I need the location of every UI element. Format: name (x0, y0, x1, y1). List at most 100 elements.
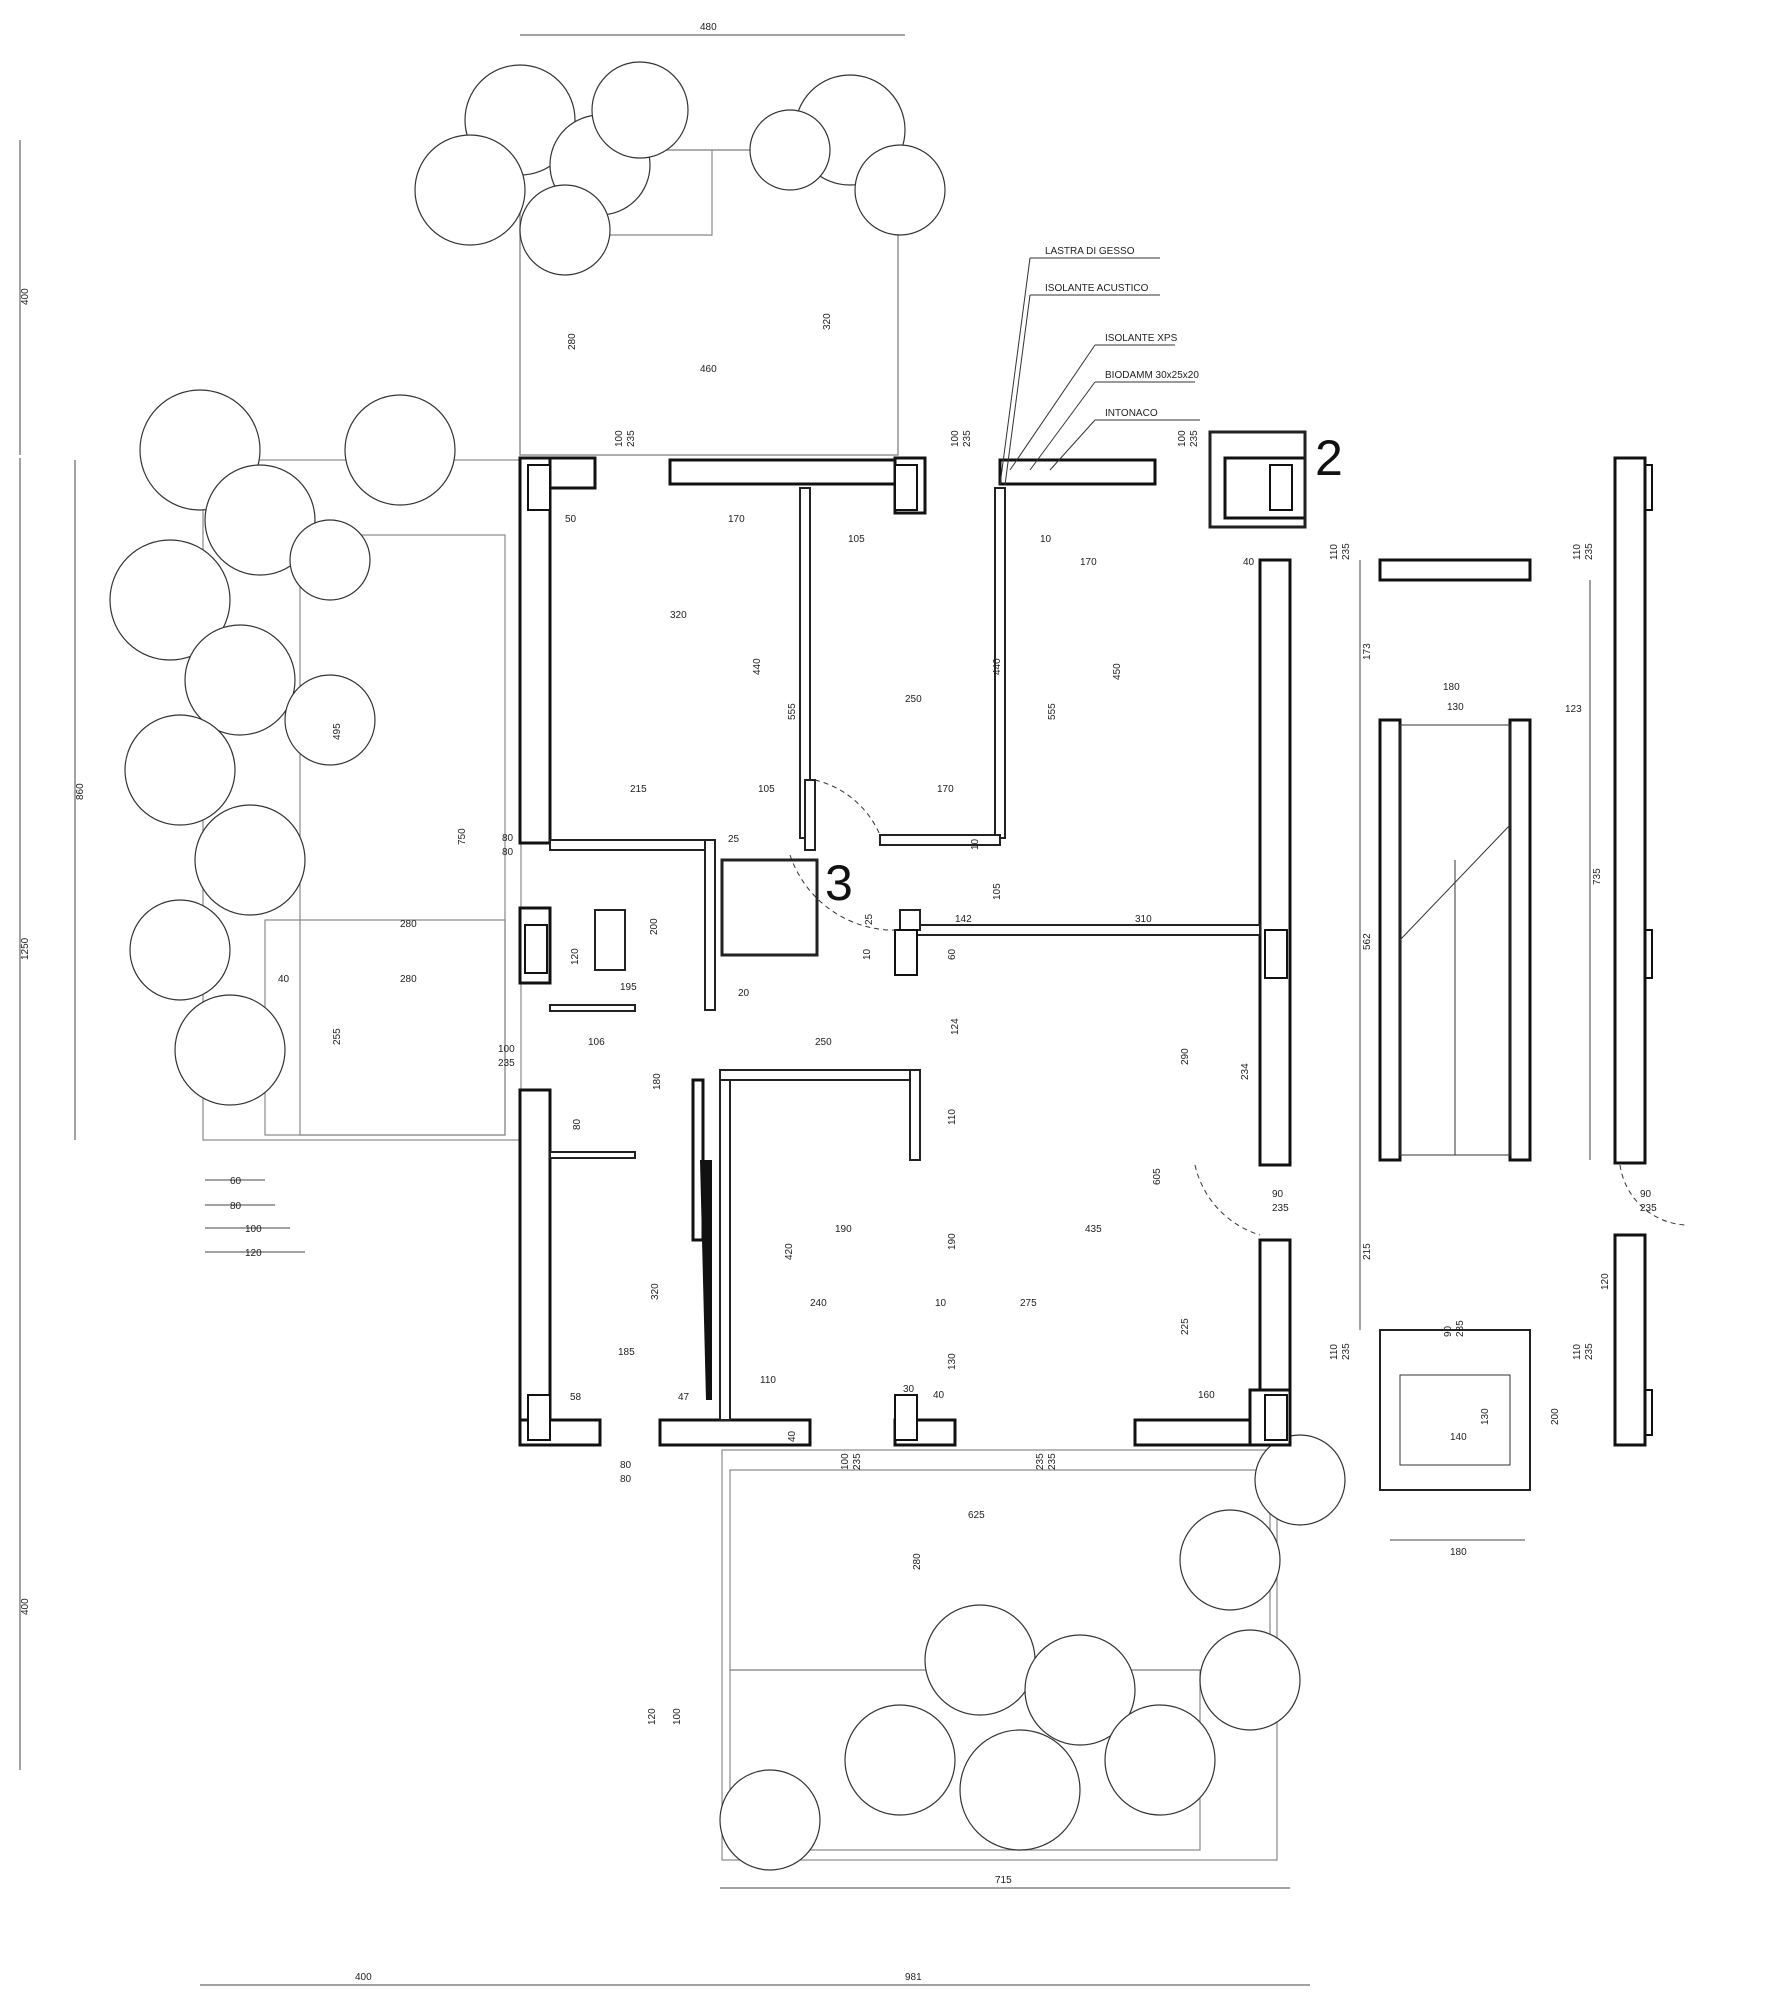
dim-east-90b: 90 (1640, 1189, 1652, 1200)
dim-625: 625 (968, 1510, 985, 1521)
dim-bot-235a: 235 (852, 1453, 863, 1470)
dimension-labels: 480 460 320 280 400 860 1250 400 495 750… (20, 22, 1657, 1983)
dim-47: 47 (678, 1392, 690, 1403)
dim-bot-235b: 235 (1035, 1453, 1046, 1470)
dim-255: 255 (332, 1028, 343, 1045)
dim-185: 185 (618, 1347, 635, 1358)
note-lastra-di-gesso: LASTRA DI GESSO (1045, 246, 1135, 257)
dim-280b: 280 (400, 974, 417, 985)
dim-440b: 440 (992, 658, 1003, 675)
dim-100b: 100 (950, 430, 961, 447)
dim-290: 290 (1180, 1048, 1191, 1065)
dim-20: 20 (738, 988, 750, 999)
dim-east-140: 140 (1450, 1432, 1467, 1443)
dim-east-130: 130 (1447, 702, 1464, 713)
dim-124: 124 (950, 1018, 961, 1035)
dim-east-110b: 110 (1572, 544, 1583, 560)
dim-bot-100b: 100 (672, 1708, 683, 1725)
dim-left-1250: 1250 (20, 937, 31, 960)
dim-east-120: 120 (1600, 1273, 1611, 1290)
dim-east-180: 180 (1443, 682, 1460, 693)
dim-east-130b: 130 (1480, 1408, 1491, 1425)
dim-25a: 25 (728, 834, 740, 845)
note-biodamm: BIODAMM 30x25x20 (1105, 370, 1199, 381)
dim-top-480: 480 (700, 22, 717, 33)
dim-235c: 235 (1189, 430, 1200, 447)
dim-top-320: 320 (822, 313, 833, 330)
dim-east-173: 173 (1362, 643, 1373, 660)
dim-605: 605 (1152, 1168, 1163, 1185)
dim-160: 160 (1198, 1390, 1215, 1401)
dim-215: 215 (630, 784, 647, 795)
dim-715: 715 (995, 1875, 1012, 1886)
dim-200a: 200 (649, 918, 660, 935)
detail-marker-2[interactable]: 2 (1208, 430, 1343, 529)
door-swings (789, 779, 1686, 1236)
dim-east-180b: 180 (1450, 1547, 1467, 1558)
east-wing (1378, 456, 1647, 1491)
wall-thickness-legend: 60 80 100 120 (205, 1176, 305, 1259)
dim-120a: 120 (570, 948, 581, 965)
dim-east-200: 200 (1550, 1408, 1561, 1425)
dim-100c: 100 (1177, 430, 1188, 447)
dim-130a: 130 (947, 1353, 958, 1370)
dim-bot-400: 400 (355, 1972, 372, 1983)
dim-58: 58 (570, 1392, 582, 1403)
dim-east-110a: 110 (1329, 544, 1340, 560)
dim-40a: 40 (1243, 557, 1255, 568)
dim-east-235b: 235 (1584, 543, 1595, 560)
dim-30: 30 (903, 1384, 915, 1395)
dim-east-735: 735 (1592, 868, 1603, 885)
dim-170b: 170 (1080, 557, 1097, 568)
dim-110a: 110 (947, 1109, 958, 1125)
note-isolante-xps: ISOLANTE XPS (1105, 333, 1178, 344)
dim-495: 495 (332, 723, 343, 740)
dim-east-235g: 235 (1584, 1343, 1595, 1360)
dim-east-235c: 235 (1272, 1203, 1289, 1214)
dim-10a: 10 (1040, 534, 1052, 545)
dim-435: 435 (1085, 1224, 1102, 1235)
dimension-lines (19, 34, 1591, 1986)
dim-left-400-bottom: 400 (20, 1598, 31, 1615)
dim-40-left: 40 (278, 974, 290, 985)
dim-190b: 190 (947, 1233, 958, 1250)
dim-234: 234 (1240, 1063, 1251, 1080)
dim-left-400-top: 400 (20, 288, 31, 305)
dim-750: 750 (457, 828, 468, 845)
dim-40b: 40 (933, 1390, 945, 1401)
dim-east-90c: 90 (1443, 1325, 1454, 1337)
dim-100: 100 (498, 1044, 515, 1055)
dim-235a: 235 (626, 430, 637, 447)
wall-layer-notes: LASTRA DI GESSO ISOLANTE ACUSTICO ISOLAN… (999, 246, 1200, 486)
dim-east-235f: 235 (1455, 1320, 1466, 1337)
dim-240: 240 (810, 1298, 827, 1309)
dim-420: 420 (784, 1243, 795, 1260)
dim-east-110d: 110 (1572, 1344, 1583, 1360)
tree-cluster-top (414, 61, 946, 276)
dim-bot-80b: 80 (620, 1474, 632, 1485)
dim-142: 142 (955, 914, 972, 925)
dim-275: 275 (1020, 1298, 1037, 1309)
dim-top-280: 280 (567, 333, 578, 350)
dim-10c: 10 (862, 948, 873, 960)
dim-555a: 555 (787, 703, 798, 720)
detail-marker-2-label: 2 (1315, 430, 1343, 486)
dim-80a: 80 (502, 833, 514, 844)
dim-40c: 40 (787, 1430, 798, 1442)
dim-105c: 105 (992, 883, 1003, 900)
dim-310: 310 (1135, 914, 1152, 925)
dim-50: 50 (565, 514, 577, 525)
dim-180a: 180 (652, 1073, 663, 1090)
dim-left-860: 860 (75, 783, 86, 800)
detail-marker-3[interactable]: 3 (720, 855, 853, 957)
dim-bot-80a: 80 (620, 1460, 632, 1471)
legend-60: 60 (230, 1176, 242, 1187)
dim-235: 235 (498, 1058, 515, 1069)
legend-120: 120 (245, 1248, 262, 1259)
detail-marker-3-label: 3 (825, 855, 853, 911)
dim-east-123: 123 (1565, 704, 1582, 715)
dim-10b: 10 (970, 838, 981, 850)
dim-170a: 170 (728, 514, 745, 525)
dim-170c: 170 (937, 784, 954, 795)
